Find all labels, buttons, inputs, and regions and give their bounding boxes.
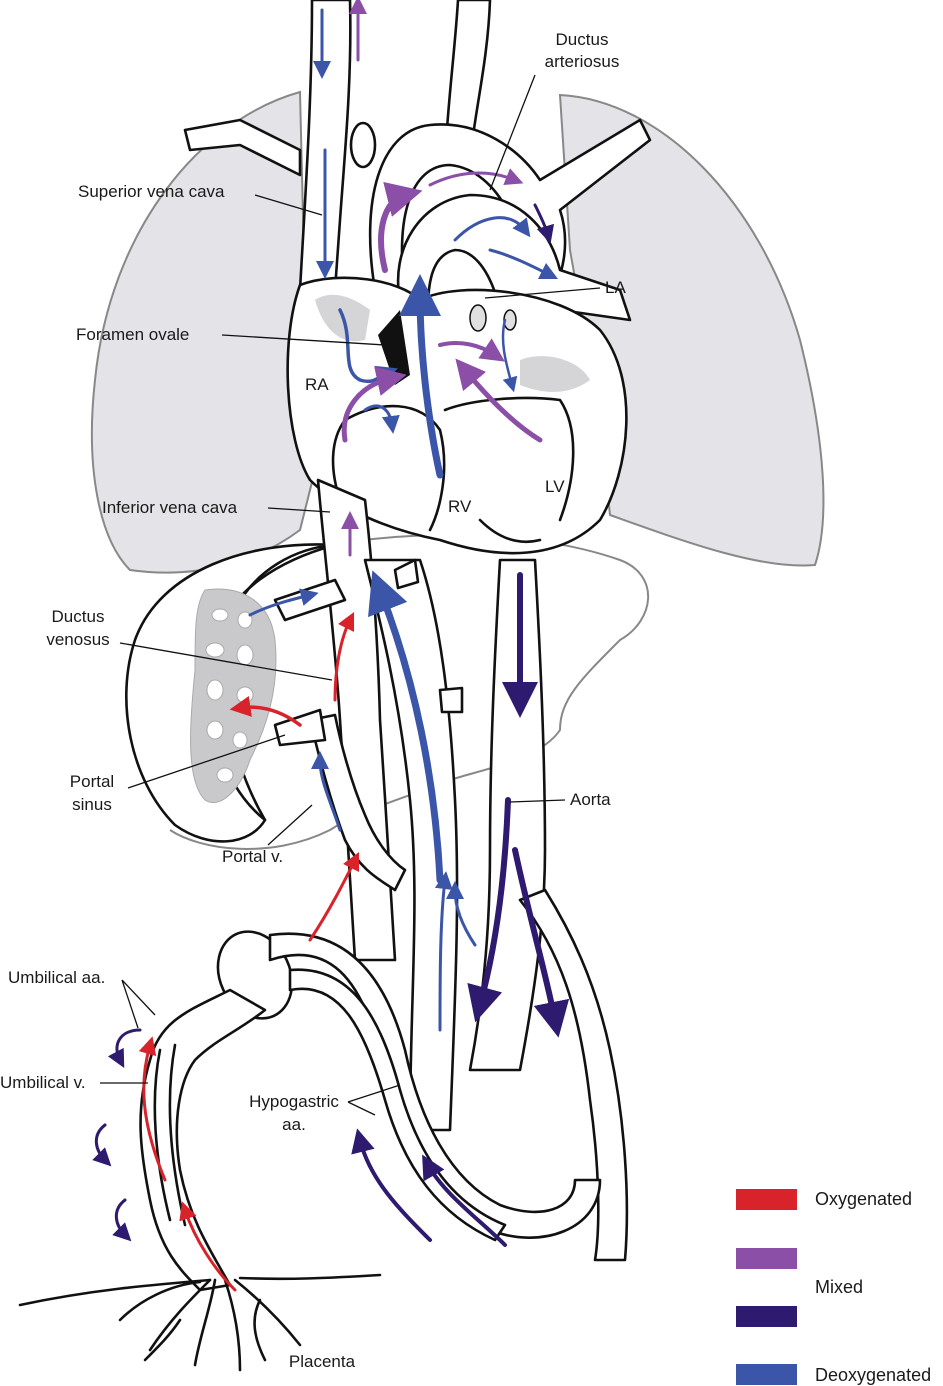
flow-iliac-blue: [446, 881, 477, 947]
label-ductus-venosus-1: Ductus: [52, 607, 105, 626]
flow-ivc-lower-up: [434, 871, 453, 1032]
flow-la-blue: [501, 318, 518, 393]
left-pulmonary-branch: [183, 118, 302, 177]
leader-hypogastric: [347, 1084, 401, 1116]
foramen-ovale-flap: [378, 310, 410, 385]
label-superior-vena-cava: Superior vena cava: [78, 182, 225, 201]
leader-svc: [254, 194, 323, 216]
label-hypogastric-2: aa.: [282, 1115, 306, 1134]
portal-vein: [308, 713, 407, 892]
legend-label-deoxygenated: Deoxygenated: [815, 1365, 931, 1385]
pulmonary-trunk: [396, 193, 632, 382]
label-ductus-venosus-2: venosus: [46, 630, 109, 649]
label-portal-v: Portal v.: [222, 847, 283, 866]
liver: [125, 543, 337, 843]
flow-ivc-main-up: [368, 570, 444, 884]
flow-rv-up: [399, 274, 444, 479]
leader-portal-v: [267, 804, 313, 846]
label-rv: RV: [448, 497, 472, 516]
umbilical-cord: [139, 988, 267, 1292]
flow-hypogastric-left: [351, 1128, 432, 1242]
portal-sinus: [273, 708, 327, 747]
leader-ivc: [267, 507, 331, 513]
flow-la-mixed: [438, 338, 505, 362]
legend-label-mixed: Mixed: [815, 1277, 863, 1297]
label-ra: RA: [305, 375, 329, 394]
leader-foramen-ovale: [221, 334, 386, 346]
flow-descending-top: [533, 203, 555, 244]
leader-ductus-venosus: [119, 642, 333, 681]
label-portal-sinus-1: Portal: [70, 772, 114, 791]
flow-aorta-right: [512, 847, 570, 1038]
label-lv: LV: [545, 477, 565, 496]
legend-swatch-deoxygenated: [736, 1364, 797, 1385]
flow-portal-blue: [311, 751, 342, 832]
flow-arch-up: [378, 181, 423, 273]
flow-ductus: [453, 216, 531, 242]
label-ductus-arteriosus-2: arteriosus: [545, 52, 620, 71]
flow-pulmonary-left: [488, 248, 559, 280]
label-inferior-vena-cava: Inferior vena cava: [102, 498, 238, 517]
legend-swatch-mixed-dark: [736, 1306, 797, 1327]
flow-portal-sinus-red: [229, 696, 302, 727]
flow-umbilical-artery-2: [92, 1123, 112, 1167]
flow-ra-mixed: [341, 366, 407, 443]
aorta-right-branch: [518, 888, 629, 1262]
label-umbilical-aa: Umbilical aa.: [8, 968, 105, 987]
legend-label-oxygenated: Oxygenated: [815, 1189, 912, 1209]
flow-umbilical-vein-upper: [308, 851, 360, 942]
label-portal-sinus-2: sinus: [72, 795, 112, 814]
flow-hypogastric-right: [422, 1154, 507, 1247]
label-placenta: Placenta: [289, 1352, 356, 1371]
leader-la: [484, 287, 601, 299]
flow-umbilical-artery-3: [112, 1198, 132, 1242]
hypogastric-artery-loop-2: [288, 968, 507, 1242]
label-hypogastric-1: Hypogastric: [249, 1092, 339, 1111]
left-lung: [558, 93, 825, 567]
flow-ductus-venosus: [333, 611, 355, 702]
legend: Oxygenated Mixed Deoxygenated: [736, 1189, 931, 1385]
leader-umbilical-aa: [121, 979, 156, 1029]
flow-arch-top: [428, 168, 524, 187]
flow-umbilical-vein: [138, 1036, 167, 1182]
flow-placenta-red: [179, 1201, 237, 1292]
renal-stub-2: [438, 686, 464, 714]
leader-portal-sinus: [127, 734, 286, 789]
ivc-main: [363, 558, 459, 1132]
label-la: LA: [605, 278, 626, 297]
leader-ductus-arteriosus: [489, 74, 536, 191]
left-atrium-shading: [520, 356, 590, 392]
label-ductus-arteriosus-1: Ductus: [556, 30, 609, 49]
pulmonary-vein-opening: [469, 304, 487, 332]
brachiocephalic-cut: [349, 121, 377, 169]
flow-lv-up: [455, 358, 543, 443]
liver-sinusoid-mesh: [190, 588, 277, 803]
flow-hepatic: [248, 588, 319, 617]
flow-umbilical-artery-1: [107, 1028, 142, 1068]
legend-swatch-oxygenated: [736, 1189, 797, 1210]
label-aorta: Aorta: [570, 790, 611, 809]
leader-aorta: [509, 799, 566, 803]
flow-ra-blue-down: [363, 404, 400, 434]
placenta-vessels: [18, 1273, 382, 1372]
label-foramen-ovale: Foramen ovale: [76, 325, 189, 344]
label-umbilical-v: Umbilical v.: [0, 1073, 86, 1092]
legend-swatch-mixed-light: [736, 1248, 797, 1269]
flow-aorta-lower: [467, 797, 511, 1023]
